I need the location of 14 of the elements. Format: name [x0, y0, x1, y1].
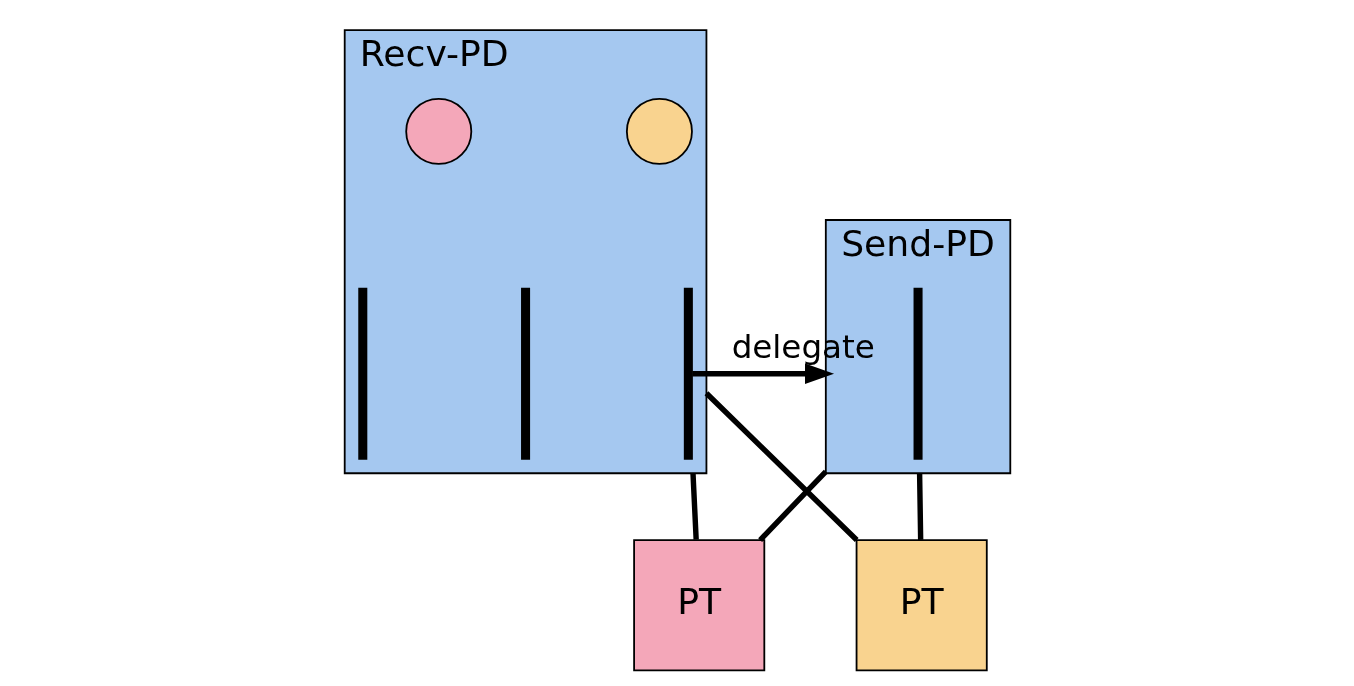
cluster: Recv-PD — [343, 29, 707, 475]
connector — [689, 473, 699, 540]
arrow — [691, 363, 834, 384]
node-circle — [625, 97, 693, 165]
connector — [704, 391, 859, 542]
connector — [757, 469, 828, 542]
node-squiggle — [357, 287, 367, 460]
node-circle — [404, 97, 472, 165]
node-box: PT — [855, 539, 988, 672]
node-box: PT — [632, 539, 765, 672]
node-squiggle — [520, 287, 530, 460]
connector — [916, 473, 923, 540]
node-squiggle — [913, 287, 923, 460]
node-squiggle — [683, 287, 693, 460]
